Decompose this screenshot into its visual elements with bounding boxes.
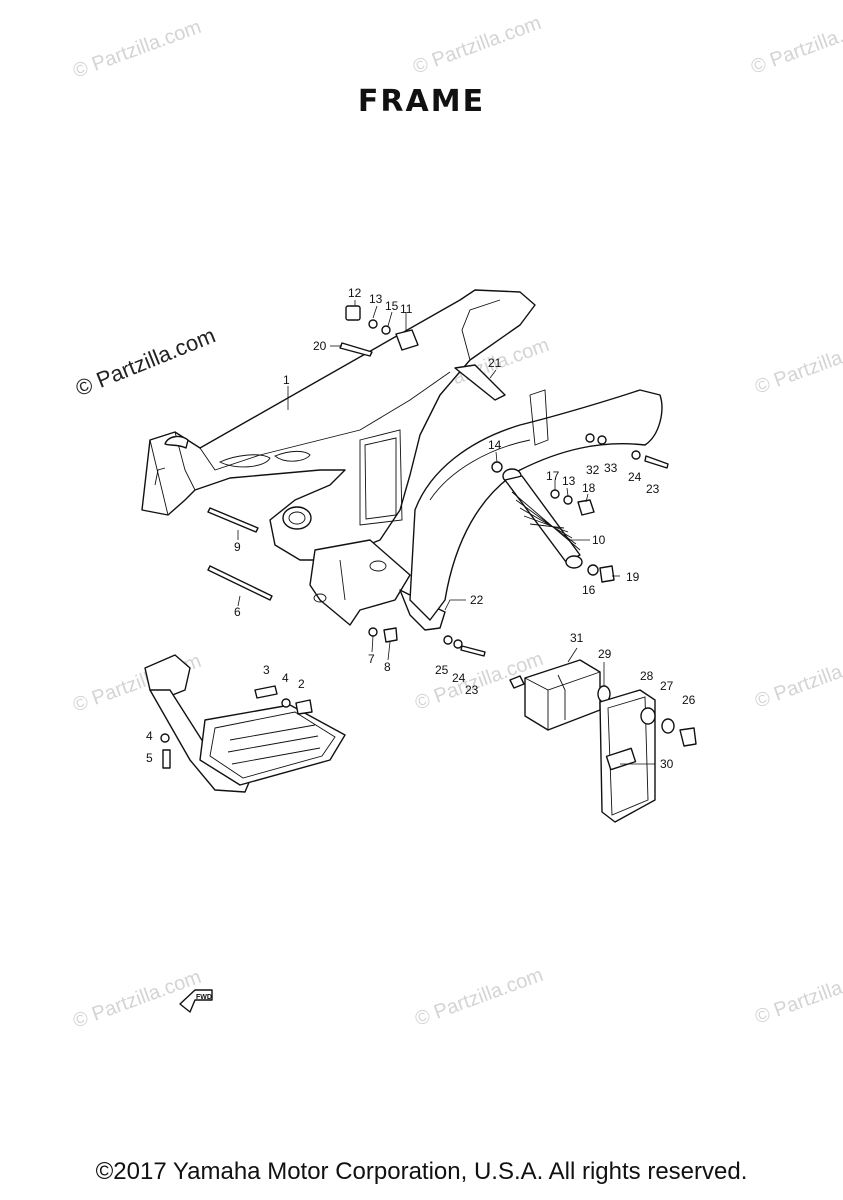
part-label: 15 <box>385 299 399 313</box>
part-label: 1 <box>283 373 290 387</box>
part-label: 14 <box>488 438 502 452</box>
part-label: 18 <box>582 481 596 495</box>
main-frame <box>141 289 536 561</box>
part-label: 2 <box>298 677 305 691</box>
copyright-footer: ©2017 Yamaha Motor Corporation, U.S.A. A… <box>95 1158 748 1185</box>
part-label: 21 <box>488 356 502 370</box>
part-label: 7 <box>368 652 375 666</box>
part-label: 24 <box>452 671 466 685</box>
part-label: 23 <box>646 482 660 496</box>
part-label: 4 <box>282 671 289 685</box>
leader-lines <box>237 300 655 765</box>
part-label: 9 <box>234 540 241 554</box>
fwd-label: FWD <box>196 994 212 1001</box>
battery-and-cover <box>509 659 697 823</box>
part-label: 22 <box>470 593 484 607</box>
part-label: 28 <box>640 669 654 683</box>
part-label: 30 <box>660 757 674 771</box>
part-label: 25 <box>435 663 449 677</box>
part-label: 17 <box>546 469 560 483</box>
part-label: 33 <box>604 461 618 475</box>
rear-fender <box>409 389 663 621</box>
part-label: 8 <box>384 660 391 674</box>
part-label: 23 <box>465 683 479 697</box>
part-label: 6 <box>234 605 241 619</box>
part-label: 13 <box>562 474 576 488</box>
part-label: 11 <box>400 302 413 316</box>
part-label: 12 <box>348 286 362 300</box>
part-label: 26 <box>682 693 696 707</box>
page-title: FRAME <box>357 84 486 119</box>
part-label: 16 <box>582 583 596 597</box>
part-label: 32 <box>586 463 600 477</box>
rear-shock <box>502 468 583 569</box>
part-label: 27 <box>660 679 674 693</box>
part-label: 10 <box>592 533 606 547</box>
part-label: 31 <box>570 631 584 645</box>
part-label: 20 <box>313 339 327 353</box>
part-label: 4 <box>146 729 153 743</box>
step-assembly <box>144 654 346 793</box>
part-labels: 1 2 3 4 4 5 6 7 8 9 10 11 12 13 13 14 15… <box>146 286 696 771</box>
part-label: 29 <box>598 647 612 661</box>
part-label: 3 <box>263 663 270 677</box>
part-label: 5 <box>146 751 153 765</box>
part-label: 19 <box>626 570 640 584</box>
fwd-arrow-icon: FWD <box>179 989 213 1013</box>
part-label: 24 <box>628 470 642 484</box>
part-label: 13 <box>369 292 383 306</box>
